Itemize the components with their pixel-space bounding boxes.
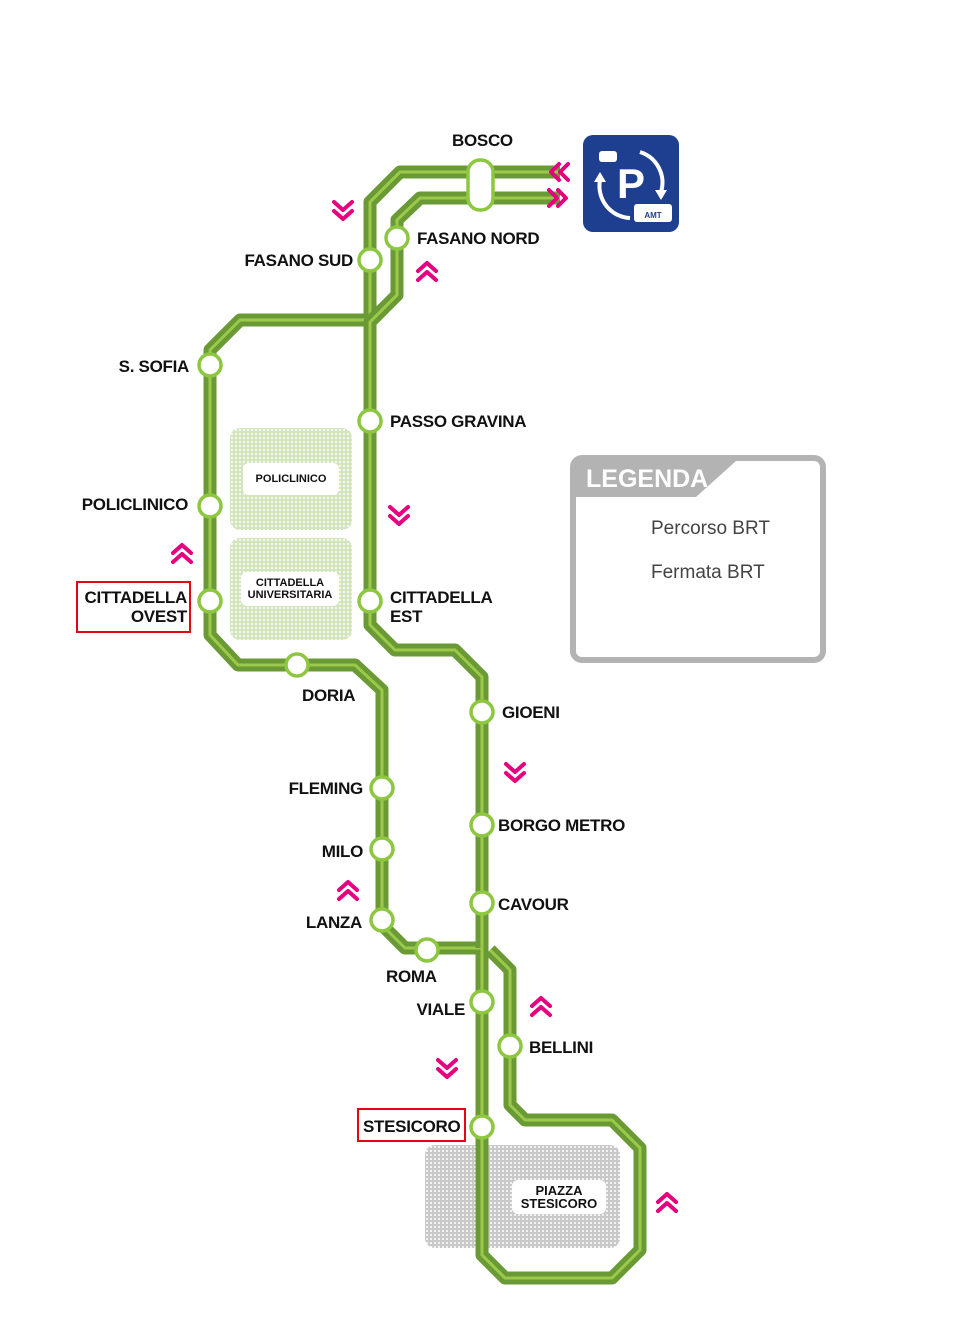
area-label-line: PIAZZA [535, 1183, 583, 1198]
label-line: OVEST [130, 607, 187, 626]
direction-up-icon [656, 1192, 678, 1213]
area-label-line: UNIVERSITARIA [247, 589, 333, 601]
cittadella-universitaria-label: CITTADELLA UNIVERSITARIA [241, 572, 339, 606]
label-roma: ROMA [386, 967, 437, 986]
stop-bellini[interactable] [497, 1033, 523, 1059]
stop-viale[interactable] [469, 989, 495, 1015]
label-line: EST [390, 607, 423, 626]
label-doria: DORIA [302, 686, 356, 705]
piazza-stesicoro-label: PIAZZA STESICORO [512, 1180, 606, 1214]
direction-up-icon [416, 261, 438, 282]
bus-logo-text: AMT [644, 211, 661, 220]
direction-left-icon [549, 162, 570, 182]
stop-doria[interactable] [284, 652, 310, 678]
stop-passo-gravina[interactable] [357, 408, 383, 434]
label-cavour: CAVOUR [498, 895, 569, 914]
label-cittadella-ovest: CITTADELLA OVEST [84, 588, 188, 626]
area-label-line: CITTADELLA [255, 577, 325, 589]
legend-stop-label: Fermata BRT [651, 562, 765, 583]
direction-down-icon [388, 505, 410, 526]
policlinico-area-label: POLICLINICO [243, 463, 339, 495]
park-and-ride-icon[interactable]: P AMT [583, 135, 679, 232]
label-fleming: FLEMING [288, 779, 364, 798]
label-viale: VIALE [416, 1000, 465, 1019]
area-label-line: STESICORO [520, 1196, 598, 1211]
stop-s-sofia[interactable] [197, 352, 223, 378]
label-line: CITTADELLA [84, 588, 188, 607]
stop-cittadella-ovest[interactable] [197, 588, 223, 614]
stop-roma[interactable] [414, 937, 440, 963]
label-fasano-sud: FASANO SUD [244, 251, 354, 270]
direction-down-icon [436, 1058, 458, 1079]
label-passo-gravina: PASSO GRAVINA [390, 412, 527, 431]
direction-right-icon [547, 188, 568, 208]
route-east [363, 191, 560, 948]
label-milo: MILO [321, 842, 364, 861]
direction-up-icon [530, 996, 552, 1017]
stop-cavour[interactable] [469, 890, 495, 916]
direction-up-icon [337, 880, 359, 901]
label-s-sofia: S. SOFIA [118, 357, 190, 376]
label-cittadella-est: CITTADELLA EST [390, 588, 493, 626]
stop-gioeni[interactable] [469, 699, 495, 725]
label-borgo-metro: BORGO METRO [498, 816, 626, 835]
label-fasano-nord: FASANO NORD [417, 229, 540, 248]
label-policlinico: POLICLINICO [81, 495, 189, 514]
stop-policlinico[interactable] [197, 493, 223, 519]
stop-fleming[interactable] [369, 775, 395, 801]
direction-down-icon [332, 200, 354, 221]
stop-stesicoro[interactable] [469, 1114, 495, 1140]
label-gioeni: GIOENI [502, 703, 560, 722]
legend: LEGENDA Percorso BRT Fermata BRT [570, 455, 826, 663]
label-bellini: BELLINI [529, 1038, 594, 1057]
highlight-cittadella-ovest [76, 581, 191, 633]
stop-cittadella-est[interactable] [357, 588, 383, 614]
label-stesicoro: STESICORO [363, 1117, 461, 1136]
stop-milo[interactable] [369, 836, 395, 862]
label-bosco: BOSCO [452, 131, 513, 150]
direction-down-icon [504, 762, 526, 783]
svg-text:P: P [617, 160, 645, 207]
stop-bosco[interactable] [466, 158, 495, 212]
label-line: CITTADELLA [390, 588, 493, 607]
label-lanza: LANZA [305, 913, 362, 932]
legend-route-label: Percorso BRT [651, 518, 770, 539]
stop-borgo-metro[interactable] [469, 812, 495, 838]
direction-up-icon [171, 543, 193, 564]
stop-fasano-nord[interactable] [384, 225, 410, 251]
stop-lanza[interactable] [369, 907, 395, 933]
stop-fasano-sud[interactable] [357, 247, 383, 273]
legend-title: LEGENDA [576, 461, 736, 497]
highlight-stesicoro [357, 1108, 466, 1142]
